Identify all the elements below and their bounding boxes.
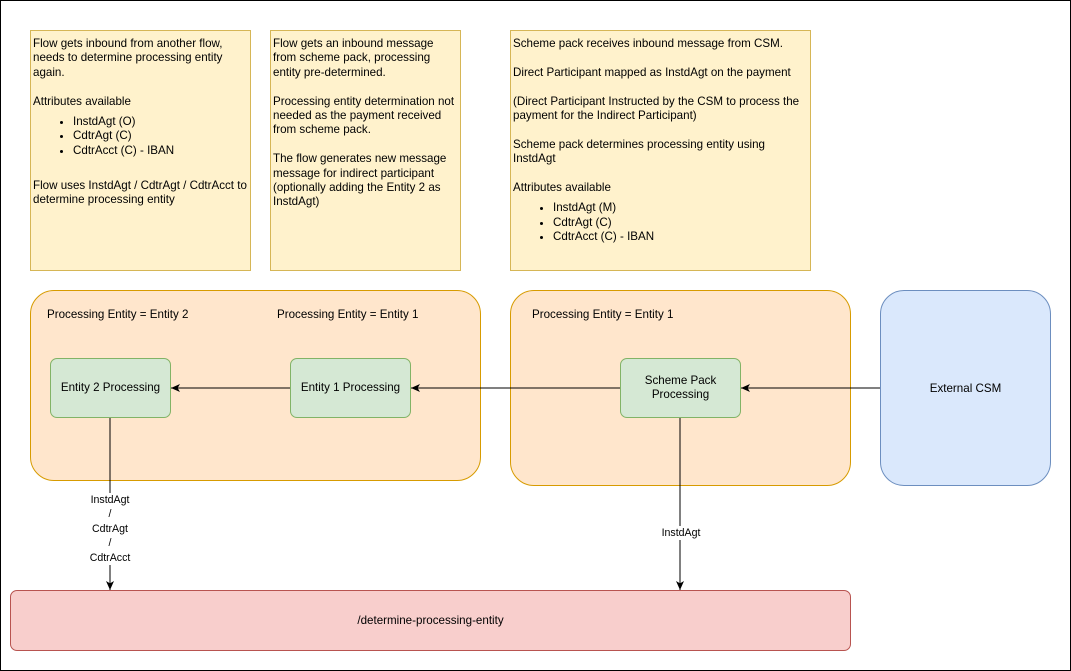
edge-label-scheme-instdagt: InstdAgt <box>656 526 706 541</box>
label-processing-entity-1-scheme: Processing Entity = Entity 1 <box>532 308 674 321</box>
note-scheme-pack-message-intro: Flow gets an inbound message from scheme… <box>273 37 434 79</box>
edge-label-line: InstdAgt <box>90 494 130 506</box>
determine-processing-entity-node[interactable]: /determine-processing-entity <box>10 590 851 651</box>
label-processing-entity-1-flow: Processing Entity = Entity 1 <box>277 308 419 321</box>
edge-label-line: / <box>108 537 112 550</box>
external-csm-label: External CSM <box>929 381 1002 395</box>
note-csm-inbound-attributes-list: InstdAgt (M) CdtrAgt (C) CdtrAcct (C) - … <box>513 201 808 244</box>
note-flow-inbound-conclusion: Flow uses InstdAgt / CdtrAgt / CdtrAcct … <box>33 178 247 207</box>
attribute-item: CdtrAgt (C) <box>73 129 248 143</box>
note-flow-inbound: Flow gets inbound from another flow, nee… <box>30 30 251 271</box>
note-scheme-pack-message: Flow gets an inbound message from scheme… <box>270 30 461 271</box>
entity2-processing-label: Entity 2 Processing <box>60 380 161 394</box>
edge-label-line: CdtrAcct <box>89 551 131 564</box>
entity1-processing-node[interactable]: Entity 1 Processing <box>290 358 411 418</box>
note-csm-inbound-intro: Scheme pack receives inbound message fro… <box>513 37 783 50</box>
note-csm-inbound-attributes-heading: Attributes available <box>513 181 611 194</box>
attribute-item: CdtrAgt (C) <box>553 216 808 230</box>
entity1-processing-label: Entity 1 Processing <box>300 380 401 394</box>
edge-label-line: CdtrAgt <box>92 522 128 535</box>
note-csm-inbound: Scheme pack receives inbound message fro… <box>510 30 811 271</box>
scheme-pack-processing-node[interactable]: Scheme Pack Processing <box>620 358 741 418</box>
attribute-item: InstdAgt (M) <box>553 201 808 215</box>
attribute-item: CdtrAcct (C) - IBAN <box>73 144 248 158</box>
note-scheme-pack-message-reason: Processing entity determination not need… <box>273 94 455 137</box>
scheme-pack-processing-label: Scheme Pack Processing <box>644 373 717 401</box>
note-csm-inbound-mapping: Direct Participant mapped as InstdAgt on… <box>513 65 791 79</box>
external-csm-node[interactable]: External CSM <box>880 290 1051 486</box>
label-processing-entity-2: Processing Entity = Entity 2 <box>47 308 189 321</box>
note-csm-inbound-determination: Scheme pack determines processing entity… <box>513 137 765 166</box>
determine-processing-entity-label: /determine-processing-entity <box>357 614 504 627</box>
edge-label-line: / <box>108 508 112 521</box>
entity2-processing-node[interactable]: Entity 2 Processing <box>50 358 171 418</box>
edge-label-entity2-attributes: InstdAgt / CdtrAgt / CdtrAcct <box>82 493 138 566</box>
edge-label-line: InstdAgt <box>661 527 701 539</box>
note-flow-inbound-intro: Flow gets inbound from another flow, nee… <box>33 37 223 79</box>
attribute-item: CdtrAcct (C) - IBAN <box>553 230 808 244</box>
note-flow-inbound-attributes-list: InstdAgt (O) CdtrAgt (C) CdtrAcct (C) - … <box>33 115 248 158</box>
note-csm-inbound-explanation: (Direct Participant Instructed by the CS… <box>513 94 800 122</box>
attribute-item: InstdAgt (O) <box>73 115 248 129</box>
note-scheme-pack-message-generation: The flow generates new message message f… <box>273 152 447 209</box>
note-flow-inbound-attributes-heading: Attributes available <box>33 94 131 108</box>
